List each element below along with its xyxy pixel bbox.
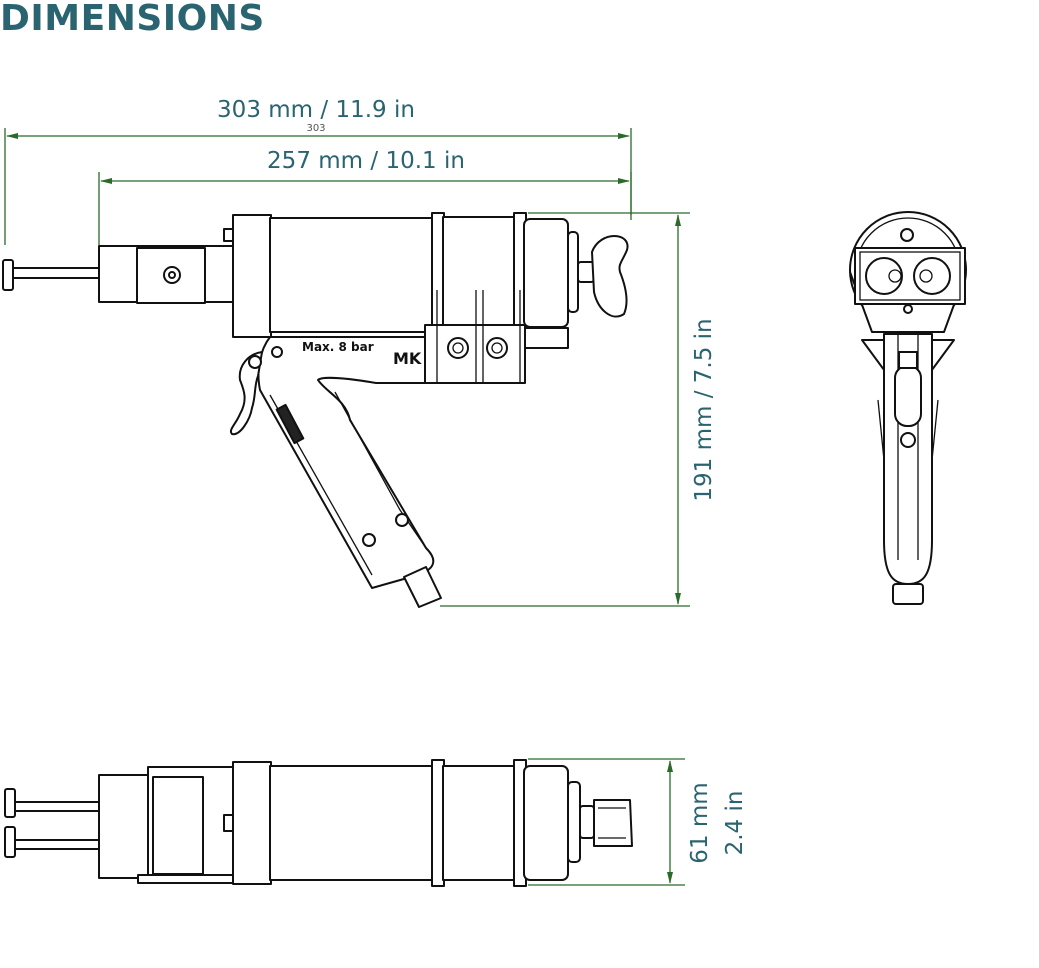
width-mm-label: 61 mm: [687, 782, 713, 863]
overall-length-hidden-label: 303: [306, 123, 325, 134]
dimension-height: 191 mm / 7.5 in: [440, 212, 717, 607]
side-view-dispenser: Max. 8 bar MK: [2, 212, 629, 608]
top-view-dispenser: [4, 759, 633, 887]
dimension-overall-length: 303 mm / 11.9 in 303: [4, 97, 632, 245]
page-title: DIMENSIONS: [0, 0, 265, 39]
logo-label: MK: [393, 349, 422, 368]
front-view-dispenser: [849, 211, 967, 605]
overall-length-label: 303 mm / 11.9 in: [217, 97, 415, 123]
pressure-label: Max. 8 bar: [302, 340, 374, 354]
width-in-label: 2.4 in: [722, 791, 748, 856]
height-label: 191 mm / 7.5 in: [691, 318, 717, 501]
body-length-label: 257 mm / 10.1 in: [267, 148, 465, 174]
dimension-width: 61 mm 2.4 in: [528, 758, 748, 886]
dimension-body-length: 257 mm / 10.1 in: [98, 148, 632, 245]
